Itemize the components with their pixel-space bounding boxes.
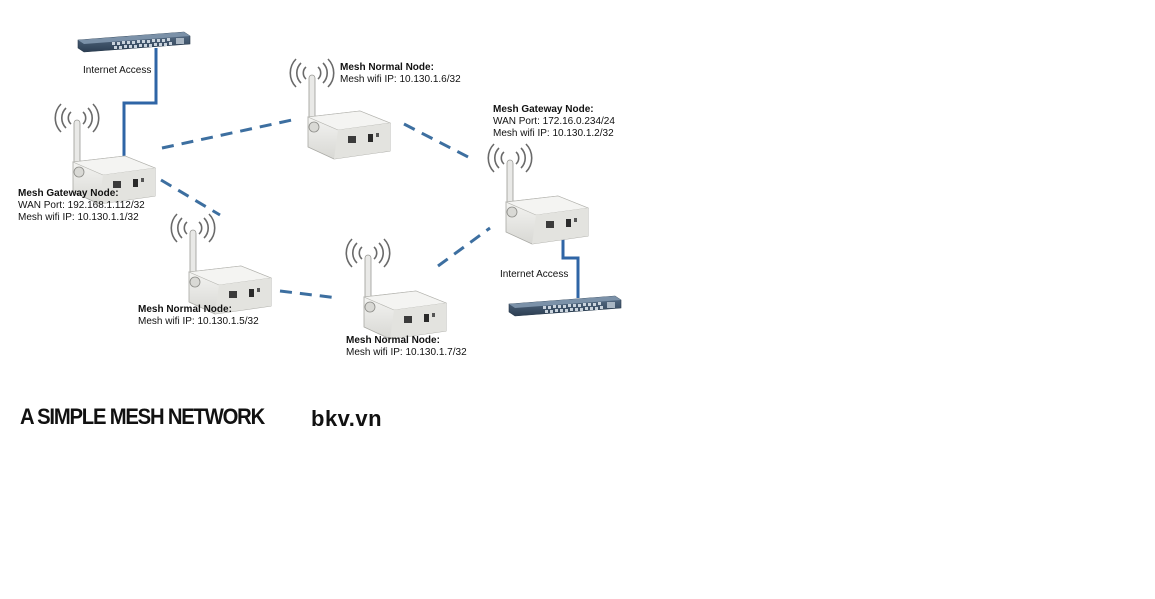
node-title: Mesh Normal Node:	[340, 62, 434, 73]
diagram-caption: A SIMPLE MESH NETWORK	[20, 404, 265, 429]
node-mesh-ip: Mesh wifi IP: 10.130.1.1/32	[18, 212, 139, 223]
router-icon-gateway-2	[487, 143, 589, 245]
brand-watermark: bkv.vn	[311, 406, 383, 431]
wired-link-gateway-1	[122, 48, 158, 160]
network-switch-top	[77, 31, 191, 53]
node-label-normal-6: Mesh Normal Node: Mesh wifi IP: 10.130.1…	[340, 62, 461, 86]
router-icon-normal-7	[345, 238, 447, 340]
node-label-gateway-2: Mesh Gateway Node: WAN Port: 172.16.0.23…	[493, 104, 615, 140]
network-switch-bottom	[508, 295, 622, 317]
node-mesh-ip: Mesh wifi IP: 10.130.1.2/32	[493, 128, 614, 139]
wifi-links	[160, 118, 491, 300]
node-label-normal-7: Mesh Normal Node: Mesh wifi IP: 10.130.1…	[346, 335, 467, 359]
node-wan-port: WAN Port: 192.168.1.112/32	[18, 200, 145, 211]
node-wan-port: WAN Port: 172.16.0.234/24	[493, 116, 615, 127]
node-title: Mesh Normal Node:	[138, 304, 232, 315]
node-mesh-ip: Mesh wifi IP: 10.130.1.7/32	[346, 347, 467, 358]
wifi-link-gw1-n6	[161, 118, 293, 150]
node-mesh-ip: Mesh wifi IP: 10.130.1.5/32	[138, 316, 259, 327]
wifi-link-n6-gw2	[403, 122, 475, 162]
node-mesh-ip: Mesh wifi IP: 10.130.1.6/32	[340, 74, 461, 85]
node-label-normal-5: Mesh Normal Node: Mesh wifi IP: 10.130.1…	[138, 304, 259, 328]
node-title: Mesh Normal Node:	[346, 335, 440, 346]
wifi-link-gw1-n5	[160, 178, 221, 217]
node-label-gateway-1: Mesh Gateway Node: WAN Port: 192.168.1.1…	[18, 188, 145, 224]
node-title: Mesh Gateway Node:	[493, 104, 594, 115]
internet-access-label-bottom: Internet Access	[500, 269, 569, 280]
wifi-link-n5-n7	[279, 289, 339, 300]
router-icon-normal-5	[170, 213, 272, 315]
node-title: Mesh Gateway Node:	[18, 188, 119, 199]
wifi-link-n7-gw2	[437, 226, 491, 268]
internet-access-label-top: Internet Access	[83, 65, 152, 76]
